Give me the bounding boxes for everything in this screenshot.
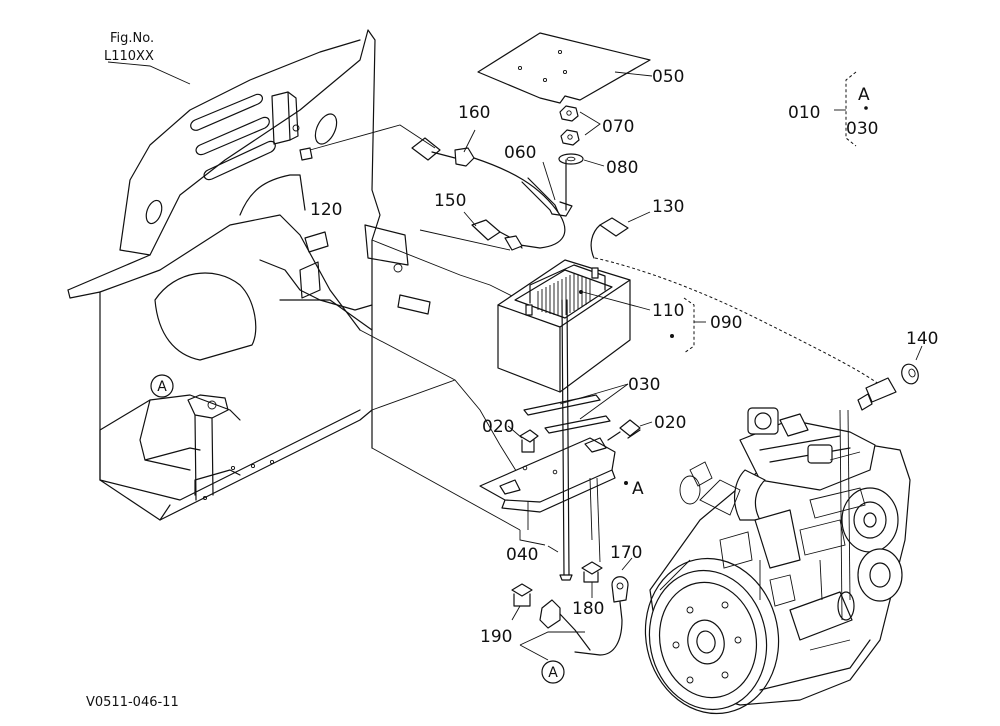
- callout-labels: Fig.No. L110XX 050 070 080 060 160 150 1…: [86, 31, 938, 710]
- fig-no-value: L110XX: [104, 49, 154, 64]
- callout-140: 140: [906, 329, 938, 349]
- callout-060: 060: [504, 143, 536, 163]
- part-070-nuts: [559, 105, 601, 146]
- fig-no-label: Fig.No.: [110, 31, 154, 46]
- callout-120: 120: [310, 200, 342, 220]
- ground-cable-lug: [519, 599, 591, 661]
- frame-panel: [67, 29, 431, 521]
- part-080-washer: [558, 153, 605, 167]
- callout-090: 090: [710, 313, 742, 333]
- part-170-terminal: [574, 557, 633, 656]
- part-060-hold-rod: [521, 159, 573, 217]
- callout-170: 170: [610, 543, 642, 563]
- part-140-cap: [857, 345, 923, 411]
- part-110-battery: [497, 259, 674, 393]
- callout-020-right: 020: [654, 413, 686, 433]
- svg-text:A: A: [157, 379, 167, 395]
- ref-a-circle-left: A: [150, 374, 174, 398]
- callout-020-left: 020: [482, 417, 514, 437]
- callout-160: 160: [458, 103, 490, 123]
- drawing-code: V0511-046-11: [86, 695, 179, 710]
- support-frame-lines: [309, 124, 529, 531]
- ref-a-point: A: [632, 479, 644, 499]
- part-040-stay: [479, 299, 628, 581]
- bracket-010-group: [834, 71, 868, 147]
- part-050-mat: [477, 32, 653, 104]
- fig-no-leader: [107, 61, 191, 85]
- callout-030-pads: 030: [628, 375, 660, 395]
- callout-190: 190: [480, 627, 512, 647]
- ref-a-group: A: [858, 85, 870, 105]
- part-180-bolt: [581, 561, 603, 598]
- bracket-090-group: [683, 297, 706, 354]
- part-020-bolt-left: [507, 425, 539, 453]
- callout-050: 050: [652, 67, 684, 87]
- callout-010: 010: [788, 103, 820, 123]
- svg-text:A: A: [548, 665, 558, 681]
- callout-130: 130: [652, 197, 684, 217]
- callout-150: 150: [434, 191, 466, 211]
- part-190-bolt: [511, 583, 533, 621]
- callout-180: 180: [572, 599, 604, 619]
- engine-assembly: [644, 407, 911, 715]
- part-020-bolt-right: [607, 419, 653, 441]
- callout-080: 080: [606, 158, 638, 178]
- part-160-cable: [411, 129, 566, 249]
- part-030-pads: [523, 383, 629, 434]
- part-150-terminal: [463, 211, 523, 251]
- callout-070: 070: [602, 117, 634, 137]
- callout-030-stack: 030: [846, 119, 878, 139]
- callout-110: 110: [652, 301, 684, 321]
- callout-040: 040: [506, 545, 538, 565]
- part-130-terminal: [590, 211, 881, 386]
- ref-a-circle-bottom: A: [541, 660, 565, 684]
